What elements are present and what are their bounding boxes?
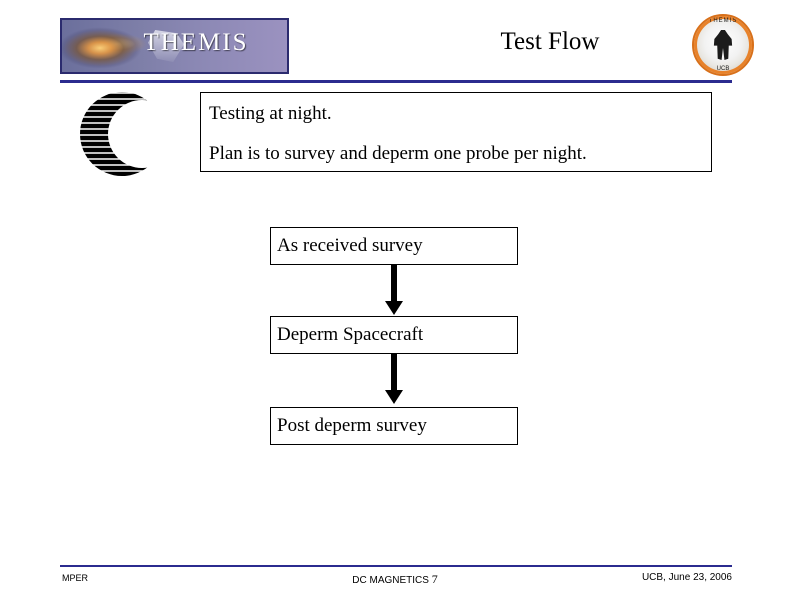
footer-right-text: UCB, June 23, 2006: [641, 572, 732, 583]
themis-logo: THEMIS: [60, 18, 289, 74]
mission-patch-icon: THEMIS UCB: [692, 14, 754, 76]
statement-box: Testing at night. Plan is to survey and …: [200, 92, 712, 172]
flow-box-as-received-survey: As received survey: [270, 227, 518, 265]
patch-figure-graphic: [713, 30, 733, 60]
footer-left-text: MPER: [62, 573, 89, 583]
patch-bottom-text: UCB: [716, 66, 730, 72]
header-divider: [60, 80, 732, 83]
statement-line-1: Testing at night.: [209, 103, 332, 124]
arrow-head: [385, 301, 403, 315]
statement-line-2: Plan is to survey and deperm one probe p…: [209, 143, 587, 164]
flow-arrow-down-1: [383, 265, 405, 316]
flow-box-post-deperm-survey: Post deperm survey: [270, 407, 518, 445]
arrow-head: [385, 390, 403, 404]
flow-arrow-down-2: [383, 354, 405, 405]
arrow-shaft: [391, 265, 397, 303]
flow-box-deperm-spacecraft: Deperm Spacecraft: [270, 316, 518, 354]
arrow-shaft: [391, 354, 397, 392]
page-title: Test Flow: [500, 28, 600, 55]
patch-top-text: THEMIS: [708, 18, 738, 24]
moon-star-icon: [64, 90, 194, 178]
footer-section-label: DC MAGNETICS: [352, 575, 429, 586]
logo-wordmark: THEMIS: [143, 29, 249, 56]
footer-center-text: DC MAGNETICS 7: [300, 572, 490, 587]
footer-divider: [60, 565, 732, 567]
page-number: 7: [431, 572, 438, 586]
